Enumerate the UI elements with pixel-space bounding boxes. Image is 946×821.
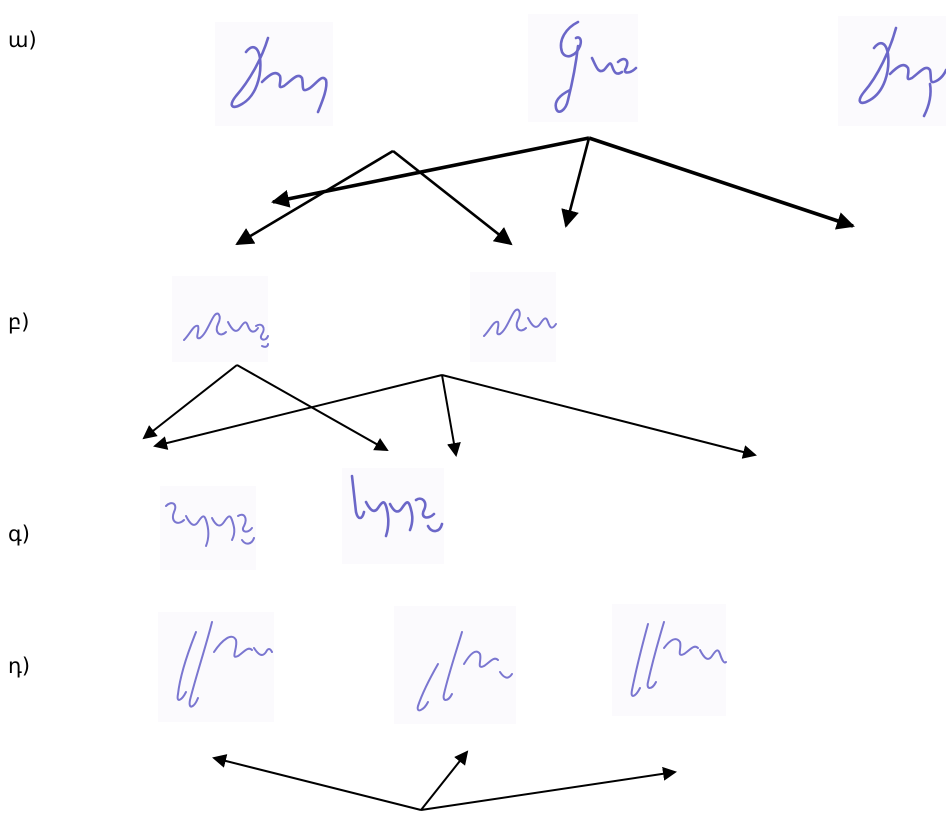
arrow-b-main-right (441, 374, 757, 459)
handwriting-sample-a1 (215, 22, 333, 126)
arrow-a-fork-left (235, 149, 394, 246)
handwriting-sample-a3 (838, 16, 946, 126)
arrow-d-middle (420, 750, 469, 811)
handwriting-sample-b1 (172, 276, 269, 362)
handwriting-sample-a2 (528, 14, 638, 122)
row-label-c: գ) (8, 522, 31, 546)
arrow-a-fork-right (392, 149, 513, 246)
row-label-b: բ) (8, 310, 30, 334)
row-label-a: ա) (8, 28, 37, 52)
arrow-d-left (212, 754, 422, 811)
arrow-a-main-right (588, 136, 855, 230)
handwriting-sample-c1 (160, 486, 256, 570)
handwriting-sample-d1 (158, 612, 274, 722)
handwriting-sample-d2 (394, 606, 516, 724)
handwriting-sample-b2 (470, 272, 557, 362)
row-label-d: դ) (8, 654, 31, 678)
arrow-d-right (420, 766, 677, 811)
arrows-row-b (142, 364, 757, 459)
handwriting-sample-d3 (612, 604, 727, 716)
arrows-row-a (235, 136, 855, 246)
handwriting-sample-c2 (342, 468, 444, 564)
arrow-b-fork-left (142, 364, 238, 440)
arrow-a-main-left (271, 136, 590, 208)
arrow-a-main-down (561, 137, 591, 228)
arrows-row-d (212, 750, 677, 811)
arrow-b-main-left (153, 374, 443, 450)
arrow-b-main-down (441, 374, 461, 457)
